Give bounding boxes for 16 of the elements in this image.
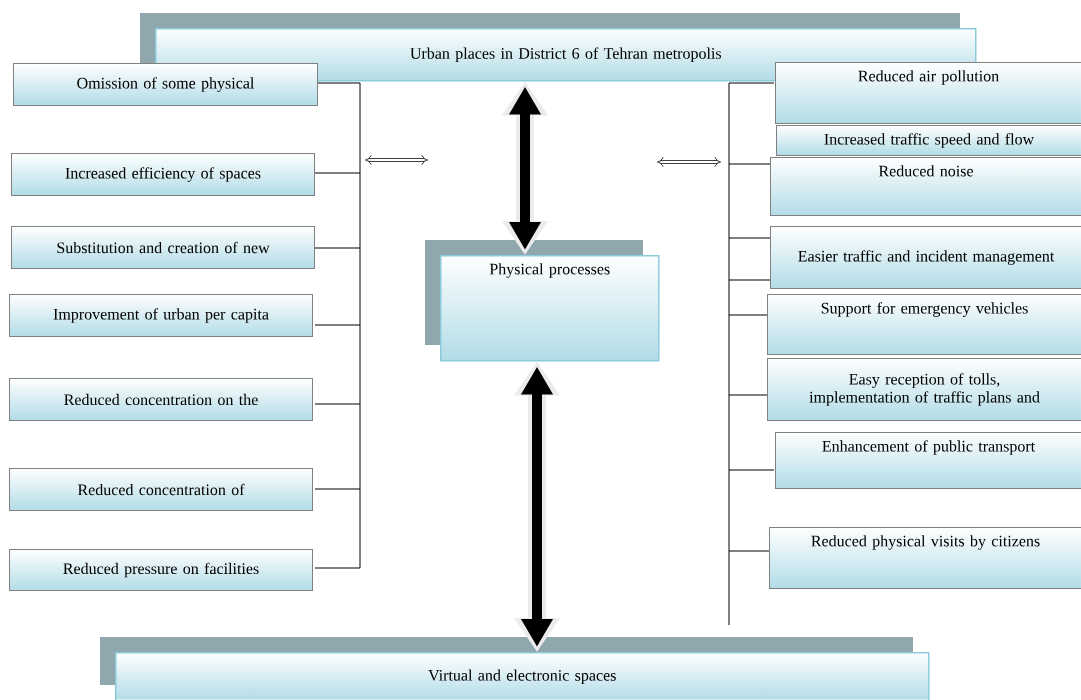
outcome-box: Increased efficiency of spaces bbox=[11, 153, 315, 196]
outcome-box: Omission of some physical bbox=[13, 63, 318, 106]
outcome-box: Easier traffic and incident management bbox=[770, 226, 1081, 289]
outcome-box: Reduced concentration on the bbox=[9, 378, 313, 421]
outcome-box: Increased traffic speed and flow bbox=[776, 125, 1081, 156]
outcome-box: Reduced physical visits by citizens bbox=[769, 527, 1081, 589]
outcome-box: Improvement of urban per capita bbox=[9, 294, 313, 337]
outcome-box: Reduced noise bbox=[770, 157, 1081, 216]
outcome-box: Reduced pressure on facilities bbox=[9, 549, 313, 591]
outcome-box: Substitution and creation of new bbox=[11, 226, 315, 269]
outcome-box: Support for emergency vehicles bbox=[767, 294, 1081, 355]
outcome-box: Reduced concentration of bbox=[9, 468, 313, 511]
process-box: Virtual and electronic spaces bbox=[100, 637, 930, 700]
outcome-box: Enhancement of public transport bbox=[775, 432, 1081, 489]
outcome-box: Easy reception of tolls, implementation of traffic plans and bbox=[767, 358, 1081, 421]
process-box: Physical processes bbox=[425, 240, 660, 362]
